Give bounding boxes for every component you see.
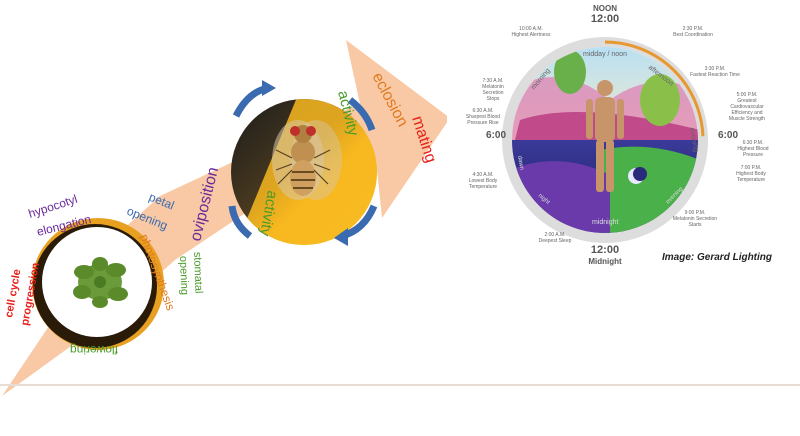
cycle-arrow-right-icon — [347, 97, 376, 132]
divider-line — [0, 384, 800, 386]
event-bp-rise: 6:30 A.M. Sharpest Blood Pressure Rise — [465, 108, 501, 126]
arc-dawn: dawn — [516, 155, 524, 170]
clock-12-bottom: 12:00 — [590, 244, 620, 256]
event-melatonin-stops: 7:30 A.M. Melatonin Secretion Stops — [482, 78, 504, 102]
label-stomatal: stomatal — [191, 252, 204, 294]
cycle-arrow-left-icon — [228, 205, 253, 239]
event-melatonin-starts: 9:00 P.M. Melatonin Secretion Starts — [672, 210, 718, 228]
event-cardiovascular: 5:00 P.M. Greatest Cardiovascular Effici… — [728, 92, 766, 122]
label-stomatal-opening: opening — [177, 256, 190, 296]
human-figure-icon — [586, 80, 624, 192]
clock-12-top: 12:00 — [590, 13, 620, 25]
image-credit: Image: Gerard Lighting — [662, 252, 773, 263]
event-highest-alertness: 10:00 A.M. Highest Alertness — [511, 26, 551, 38]
clock-noon-label: NOON — [593, 4, 617, 13]
circadian-clock: midday / noon afternoon evening evening … — [502, 37, 708, 243]
event-highest-temp: 7:00 P.M. Highest Body Temperature — [736, 165, 766, 183]
event-lowest-temp: 4:30 A.M. Lowest Body Temperature — [468, 172, 498, 190]
clock-midnight: Midnight — [588, 257, 622, 266]
event-fastest-reaction: 3:30 P.M. Fastest Reaction Time — [690, 66, 740, 78]
clock-6-left: 6:00 — [485, 130, 506, 141]
cycle-arrowhead-top-icon — [262, 80, 276, 96]
arc-midnight: midnight — [592, 219, 619, 226]
clock-6-right: 6:00 — [717, 130, 738, 141]
arc-evening: evening — [688, 127, 699, 152]
label-flowering: flowering — [70, 343, 118, 357]
event-highest-bp: 6:30 P.M. Highest Blood Pressure — [737, 140, 769, 158]
event-best-coordination: 2:30 P.M. Best Coordination — [673, 26, 713, 38]
cycle-arrowhead-bottom-icon — [334, 228, 348, 246]
drosophila-icon — [272, 120, 342, 200]
arc-midday: midday / noon — [583, 51, 627, 58]
arabidopsis-rosette-icon — [73, 257, 128, 308]
event-deepest-sleep: 2:00 A.M. Deepest Sleep — [538, 232, 572, 244]
label-cell-cycle: cell cycle — [3, 268, 23, 318]
